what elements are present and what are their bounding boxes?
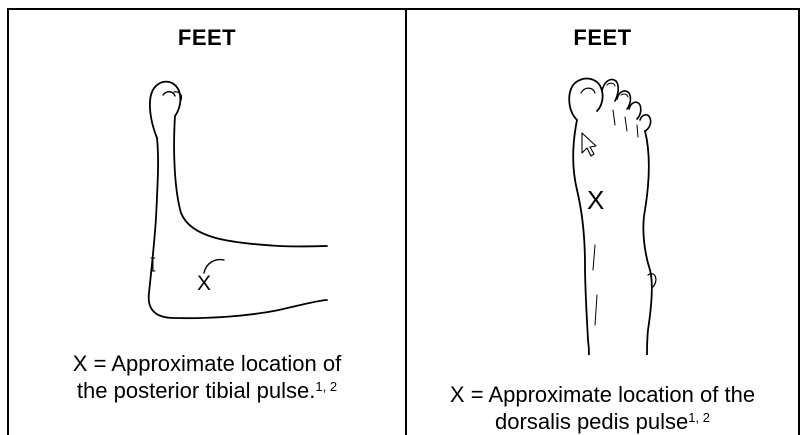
panel-posterior-tibial: FEET X X = Approximate location of the p…	[9, 10, 405, 435]
caption-line: the posterior tibial pulse.	[77, 378, 315, 403]
citation-superscript: 1, 2	[688, 410, 710, 425]
pulse-marker: X	[197, 272, 211, 296]
caption-line: X = Approximate location of the	[450, 382, 755, 407]
caption-line: X = Approximate location of	[73, 351, 341, 376]
citation-superscript: 1, 2	[315, 379, 337, 394]
figure-caption: X = Approximate location of the dorsalis…	[407, 381, 798, 435]
caption-line: dorsalis pedis pulse	[495, 409, 688, 434]
foot-top-view-illustration	[555, 65, 680, 355]
pulse-marker: X	[587, 185, 604, 216]
figure-caption: X = Approximate location of the posterio…	[9, 350, 405, 404]
panel-heading: FEET	[407, 25, 798, 51]
panel-dorsalis-pedis: FEET X X = Approximate location of the	[407, 10, 798, 435]
panel-heading: FEET	[9, 25, 405, 51]
foot-side-view-illustration	[129, 78, 329, 328]
